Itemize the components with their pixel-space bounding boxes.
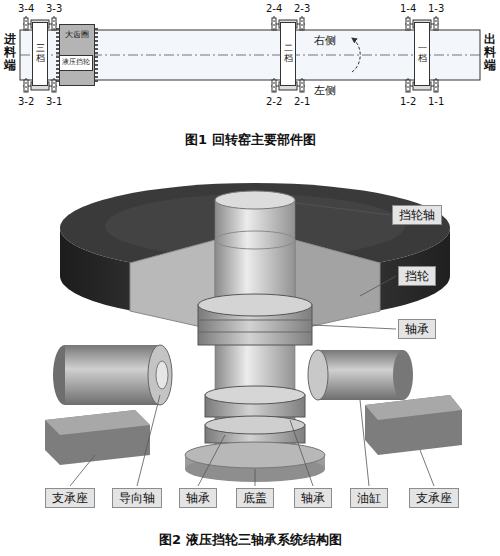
- support-rollers: [23, 16, 439, 94]
- bearing-number: 1-3: [428, 3, 444, 15]
- girth-gear: 大齿圈液压挡轮: [59, 24, 95, 86]
- bearing-axis: [302, 78, 303, 94]
- tire-ring: 一档: [414, 22, 430, 86]
- part-label-box: 轴承: [398, 319, 436, 339]
- bearing-number: 2-4: [266, 3, 282, 15]
- part-label-box: 油缸: [350, 488, 388, 508]
- bottom-cover: [185, 442, 325, 468]
- leader-line: [360, 400, 369, 486]
- bearing-axis: [26, 16, 27, 32]
- part-name: 液压挡轮: [60, 56, 92, 68]
- guide-shaft: [156, 361, 168, 389]
- part-label-box: 底盖: [236, 488, 274, 508]
- thrust-roller-box: 液压挡轮: [59, 55, 93, 71]
- oil-cylinder: [393, 350, 413, 400]
- part-name: 大齿圈: [60, 30, 94, 40]
- part-name: 导向轴: [119, 491, 155, 505]
- support-seat: [45, 410, 150, 465]
- lower-bearing: [205, 386, 305, 404]
- leader-line: [290, 420, 313, 486]
- support-seat: [365, 395, 462, 455]
- leader-line: [296, 203, 390, 215]
- lower-bearing: [205, 416, 305, 434]
- bearing-axis: [302, 16, 303, 32]
- bearing-number: 1-1: [428, 96, 444, 108]
- leader-line: [70, 455, 95, 486]
- shaft-collar: [215, 231, 295, 249]
- part-name: 支承座: [416, 491, 452, 505]
- part-name: 底盖: [243, 491, 267, 505]
- bearing-number: 2-3: [294, 3, 310, 15]
- part-name: 二档: [284, 44, 293, 64]
- bearing-number: 3-4: [18, 3, 34, 15]
- part-label-box: 挡轮: [398, 266, 436, 286]
- part-name: 支承座: [52, 491, 88, 505]
- figure-caption: 图1 回转窑主要部件图: [185, 132, 316, 148]
- part-label-box: 轴承: [294, 488, 332, 508]
- part-name: 轴承: [405, 322, 429, 336]
- part-label-box: 支承座: [45, 488, 95, 508]
- part-name: 挡轮: [405, 269, 429, 283]
- leader-line: [420, 450, 434, 486]
- shaft-top: [215, 191, 295, 209]
- bearing-number: 2-2: [266, 96, 282, 108]
- leader-line: [360, 276, 396, 296]
- leader-line: [255, 469, 256, 486]
- bearing-line: [198, 332, 312, 333]
- tire-ring: 二档: [280, 22, 296, 86]
- part-label-box: 导向轴: [112, 488, 162, 508]
- part-label-box: 支承座: [409, 488, 459, 508]
- rotation-arrow: [352, 38, 360, 72]
- bearing-number: 3-2: [18, 96, 34, 108]
- bearing-axis: [274, 78, 275, 94]
- bearing-axis: [436, 78, 437, 94]
- bearing-axis: [54, 78, 55, 94]
- part-name: 挡轮轴: [399, 208, 435, 222]
- leader-lines: [70, 203, 434, 486]
- leader-line: [312, 325, 396, 329]
- guide-housing: [65, 345, 160, 405]
- side-label: 左侧: [314, 84, 336, 97]
- part-name: 轴承: [301, 491, 325, 505]
- part-name: 油缸: [357, 491, 381, 505]
- bearing-axis: [436, 16, 437, 32]
- upper-bearing: [198, 294, 312, 316]
- bearing-line: [198, 320, 312, 321]
- end-label: 出料端: [484, 33, 496, 73]
- bearing-axis: [408, 78, 409, 94]
- part-label-box: 挡轮轴: [392, 205, 442, 225]
- bearing-number: 3-3: [46, 3, 62, 15]
- bearing-axis: [26, 78, 27, 94]
- thrust-roller-render: [45, 183, 462, 482]
- part-name: 三档: [36, 44, 45, 64]
- bearing-number: 1-4: [400, 3, 416, 15]
- end-label: 进料端: [4, 33, 16, 73]
- bearing-number: 1-2: [400, 96, 416, 108]
- support-seat: [45, 410, 150, 435]
- oil-cylinder: [318, 350, 403, 400]
- leader-line: [137, 395, 160, 486]
- part-name: 轴承: [186, 491, 210, 505]
- part-name: 一档: [418, 44, 427, 64]
- figure-caption: 图2 液压挡轮三轴承系统结构图: [159, 532, 342, 548]
- bearing-axis: [54, 16, 55, 32]
- side-label: 右侧: [314, 34, 336, 47]
- bearing-axis: [274, 16, 275, 32]
- bearing-number: 2-1: [294, 96, 310, 108]
- bearing-number: 3-1: [46, 96, 62, 108]
- part-label-box: 轴承: [179, 488, 217, 508]
- tire-ring: 三档: [32, 22, 48, 86]
- leader-line: [198, 435, 225, 486]
- oil-cylinder: [308, 350, 328, 400]
- bearing-axis: [408, 16, 409, 32]
